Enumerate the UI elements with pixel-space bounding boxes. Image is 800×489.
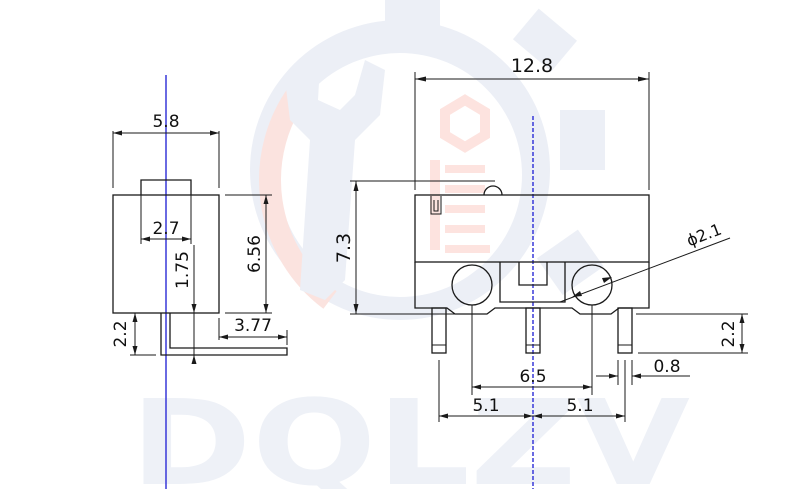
clip	[430, 196, 442, 215]
dim-actuator-offset: 1.75	[173, 251, 193, 289]
dim-pin-pitch-right: 5.1	[566, 396, 593, 416]
watermark-logo: DQLZV	[130, 0, 690, 489]
dim-front-pin-length: 2.2	[719, 320, 739, 347]
side-view: 5.8 2.7 1.75 6.56 2.2 3.77	[111, 75, 288, 489]
dim-side-height: 6.56	[245, 235, 265, 273]
dim-pin-pitch-left: 5.1	[472, 396, 499, 416]
wrench-icon	[285, 60, 385, 300]
front-center-slot	[499, 262, 566, 303]
dim-hole-spacing: 6.5	[519, 367, 546, 387]
dim-pin-width: 0.8	[653, 357, 680, 377]
nut-icon	[440, 94, 490, 153]
side-body	[112, 194, 220, 314]
dim-side-width: 5.8	[152, 112, 179, 132]
front-view: 12.8 7.3 ϕ2.1 6.5 5.1 5.1	[333, 55, 748, 489]
front-body-upper	[414, 194, 650, 263]
side-pin	[160, 313, 288, 356]
dim-pin-bend: 3.77	[234, 316, 272, 336]
front-pins	[431, 307, 633, 354]
dim-hole-diameter: ϕ2.1	[684, 220, 724, 251]
dim-front-height: 7.3	[333, 233, 355, 263]
svg-text:DQLZV: DQLZV	[130, 374, 690, 489]
watermark-text: DQLZV	[130, 374, 690, 489]
plunger	[483, 185, 503, 196]
dim-front-length: 12.8	[511, 55, 553, 77]
side-actuator	[140, 179, 192, 195]
screw-icon	[430, 160, 490, 253]
dim-actuator-width: 2.7	[152, 219, 179, 239]
dim-side-pin-length: 2.2	[111, 320, 131, 347]
